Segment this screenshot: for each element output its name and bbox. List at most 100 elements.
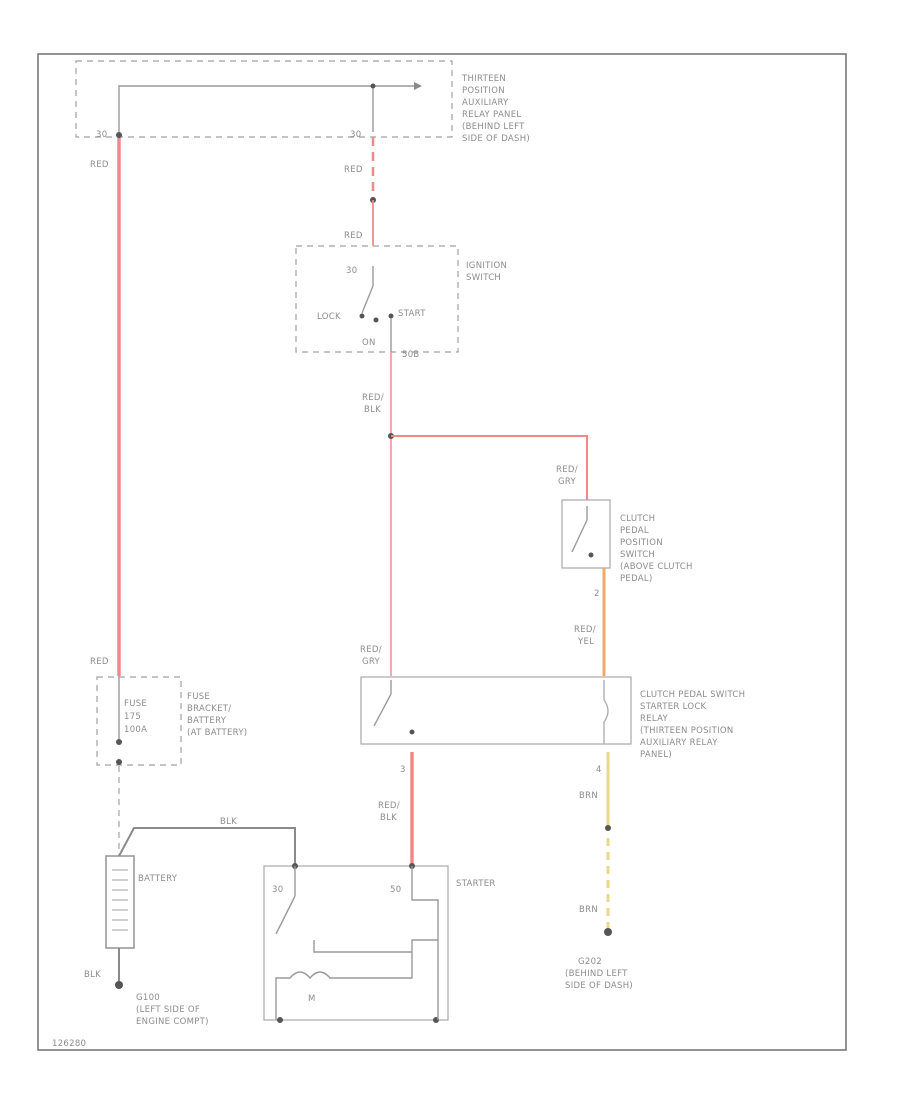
svg-text:ENGINE COMPT): ENGINE COMPT) (136, 1017, 209, 1027)
starter-motor-winding (275, 952, 413, 1020)
svg-text:YEL: YEL (577, 637, 594, 647)
ground-g202-symbol (604, 928, 612, 936)
svg-text:(ABOVE CLUTCH: (ABOVE CLUTCH (620, 562, 693, 572)
starter-node-bl (277, 1017, 283, 1023)
relay-panel-node (370, 83, 376, 89)
ground-g202-label: G202 (BEHIND LEFT SIDE OF DASH) (565, 957, 633, 991)
svg-text:STARTER LOCK: STARTER LOCK (640, 702, 707, 712)
fuse-bracket-label: FUSE BRACKET/ BATTERY (AT BATTERY) (187, 692, 247, 738)
wire-blk-battery (118, 827, 296, 866)
pin-on-label: ON (362, 338, 376, 348)
pin-30b-label: 30 (350, 130, 361, 140)
battery-label: BATTERY (138, 874, 178, 884)
svg-text:SIDE OF DASH): SIDE OF DASH) (565, 981, 633, 991)
pin-30-st2-label: 50 (390, 885, 401, 895)
svg-text:AUXILIARY: AUXILIARY (462, 98, 509, 108)
wire-red-label-fuse: RED (90, 657, 109, 667)
svg-text:THIRTEEN: THIRTEEN (461, 74, 506, 84)
relay-panel-box (75, 60, 453, 138)
svg-text:IGNITION: IGNITION (466, 261, 507, 271)
svg-text:CLUTCH: CLUTCH (620, 514, 655, 524)
ign-start-contact (388, 313, 394, 319)
svg-text:FUSE: FUSE (187, 692, 210, 702)
svg-text:(LEFT SIDE OF: (LEFT SIDE OF (136, 1005, 200, 1015)
pin-30a-label: 30 (96, 130, 107, 140)
starter-solenoid (313, 866, 439, 953)
pin-2a-label: 2 (594, 589, 600, 599)
figure-id: 126280 (52, 1039, 86, 1049)
starter-label: STARTER (456, 879, 496, 889)
svg-text:PEDAL: PEDAL (620, 526, 649, 536)
wire-red-gry-label-relay: RED/ GRY (360, 645, 382, 667)
ground-g100-symbol (115, 981, 123, 989)
relay-contact (409, 729, 415, 735)
svg-text:BLK: BLK (364, 405, 381, 415)
relay-panel-bus (118, 85, 414, 133)
svg-text:GRY: GRY (362, 657, 381, 667)
svg-text:BRACKET/: BRACKET/ (187, 704, 231, 714)
wire-red-blk-label-ign: RED/ BLK (362, 393, 384, 415)
ign-switch-blade (361, 285, 374, 314)
fuse-label: FUSE 175 100A (124, 699, 147, 735)
svg-text:G202: G202 (578, 957, 602, 967)
svg-text:SIDE OF DASH): SIDE OF DASH) (462, 134, 530, 144)
svg-text:POSITION: POSITION (462, 86, 505, 96)
svg-text:PEDAL): PEDAL) (620, 574, 653, 584)
wire-brn-label-bottom: BRN (579, 905, 598, 915)
ign-lock-contact (359, 313, 365, 319)
svg-text:RELAY: RELAY (640, 714, 669, 724)
wire-red-gry-label-clutch: RED/ GRY (556, 465, 578, 487)
svg-text:(BEHIND LEFT: (BEHIND LEFT (565, 969, 628, 979)
starter-lock-relay-box (360, 676, 632, 745)
relay-coil (603, 680, 609, 744)
wire-red-yel-label: RED/ YEL (574, 625, 596, 647)
svg-text:GRY: GRY (558, 477, 577, 487)
svg-text:FUSE: FUSE (124, 699, 147, 709)
svg-text:AUXILIARY RELAY: AUXILIARY RELAY (640, 738, 718, 748)
node-left-top (116, 132, 122, 138)
svg-text:G100: G100 (136, 993, 160, 1003)
starter-lock-relay-label: CLUTCH PEDAL SWITCH STARTER LOCK RELAY (… (640, 690, 745, 760)
svg-text:POSITION: POSITION (620, 538, 663, 548)
ignition-switch-box (295, 245, 459, 353)
clutch-contact (588, 552, 594, 558)
ground-g100-label: G100 (LEFT SIDE OF ENGINE COMPT) (136, 993, 209, 1027)
svg-text:(AT BATTERY): (AT BATTERY) (187, 728, 247, 738)
fuse-bracket-box (96, 676, 182, 766)
starter-switch-blade (275, 895, 296, 935)
svg-text:RED/: RED/ (556, 465, 578, 475)
svg-text:PANEL): PANEL) (640, 750, 672, 760)
svg-text:175: 175 (124, 712, 141, 722)
wire-red-label-ign1: RED (344, 165, 363, 175)
svg-text:RED/: RED/ (574, 625, 596, 635)
pin-start-label: START (398, 309, 426, 319)
node-brn (605, 825, 611, 831)
svg-text:(BEHIND LEFT: (BEHIND LEFT (462, 122, 525, 132)
wire-blk-label-top: BLK (220, 817, 237, 827)
battery-cells (112, 869, 128, 931)
svg-text:BATTERY: BATTERY (187, 716, 227, 726)
ign-mid-contact (373, 317, 379, 323)
svg-text:RED/: RED/ (378, 801, 400, 811)
relay-panel-label: THIRTEEN POSITION AUXILIARY RELAY PANEL … (461, 74, 530, 144)
svg-text:RED/: RED/ (360, 645, 382, 655)
wire-red-label-top: RED (90, 160, 109, 170)
wire-red-label-ign2: RED (344, 231, 363, 241)
fuse-node (116, 739, 122, 745)
fuse-node-2 (116, 759, 122, 765)
svg-text:BLK: BLK (380, 813, 397, 823)
pin-4-label: 4 (596, 765, 602, 775)
wire-red-gry-clutch (391, 435, 588, 500)
svg-text:SWITCH: SWITCH (620, 550, 655, 560)
relay-switch-blade (373, 693, 392, 727)
starter-box (263, 865, 449, 1021)
diagram-frame (37, 53, 847, 1051)
clutch-switch-box (561, 499, 611, 569)
pin-30-st1-label: 30 (272, 885, 283, 895)
svg-text:RED/: RED/ (362, 393, 384, 403)
svg-text:100A: 100A (124, 725, 147, 735)
pin-lock-label: LOCK (317, 312, 341, 322)
wire-red-blk-label-starter: RED/ BLK (378, 801, 400, 823)
pin-3-label: 3 (400, 765, 406, 775)
